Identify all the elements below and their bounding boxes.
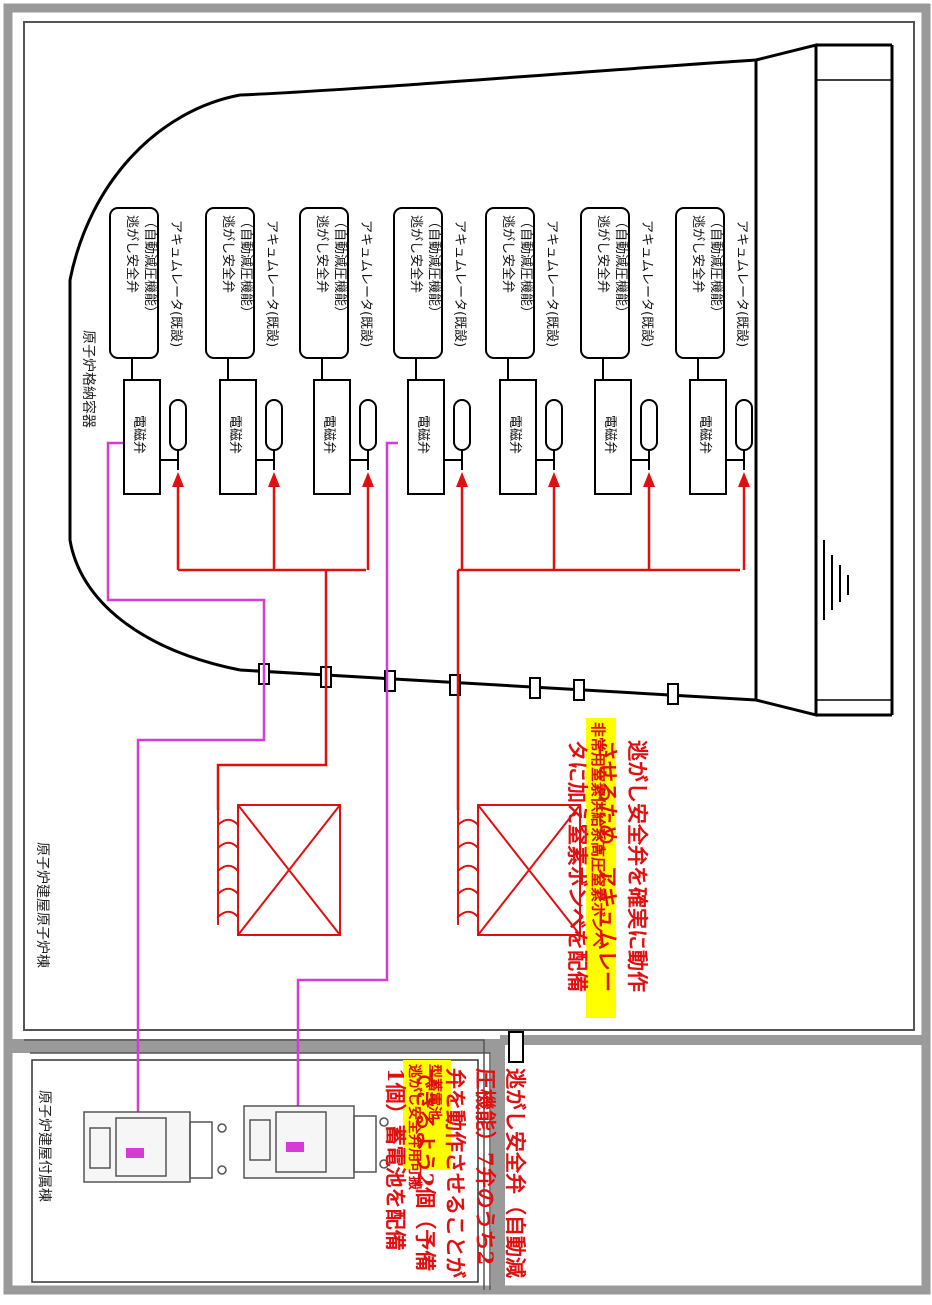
srv-box	[109, 207, 159, 359]
srv-label: 逃がし安全弁	[690, 215, 706, 293]
srv-label: 逃がし安全弁	[500, 215, 516, 293]
accumulator-icon	[735, 399, 753, 451]
solenoid-valve-box	[594, 379, 632, 495]
accumulator-icon	[640, 399, 658, 451]
valve-column: 逃がし安全弁（自動減圧機能） 電磁弁 アキュムレータ(既設)	[299, 207, 377, 495]
arrow-up-icon	[172, 472, 184, 487]
note-line: 弁を動作させることが	[443, 1068, 468, 1278]
solenoid-valve-box	[123, 379, 161, 495]
valve-column: 逃がし安全弁（自動減圧機能） 電磁弁 アキュムレータ(既設)	[393, 207, 471, 495]
note-line: 1個）蓄電池を配備	[383, 1068, 408, 1251]
srv-label: 逃がし安全弁	[124, 215, 140, 293]
reactor-building-label: 原子炉建屋原子炉棟	[34, 842, 50, 968]
accumulator-icon	[453, 399, 471, 451]
reactor-core-symbol	[823, 540, 849, 620]
accumulator-icon	[359, 399, 377, 451]
srv-label: 逃がし安全弁	[220, 215, 236, 293]
battery-tag-line-1: 逃がし安全弁用可搬	[406, 1064, 423, 1190]
srv-sublabel: （自動減圧機能）	[142, 215, 158, 319]
n2-cylinder-rack-right	[457, 804, 581, 936]
containment-vessel	[68, 43, 894, 717]
accumulator-label: アキュムレータ(既設)	[452, 220, 468, 347]
srv-sublabel: （自動減圧機能）	[238, 215, 254, 319]
note-line: 圧機能）7弁のうち2	[473, 1068, 498, 1265]
arrow-up-icon	[268, 472, 280, 487]
srv-sublabel: （自動減圧機能）	[426, 215, 442, 319]
solenoid-valve-label: 電磁弁	[507, 415, 522, 454]
n2-cylinder-tag: 非常用窒素供給系高圧窒素ボンベ	[589, 722, 607, 947]
note-line: 逃がし安全弁を確実に動作	[625, 740, 650, 992]
n2-cylinder-tag-bg	[586, 718, 616, 1018]
annex-building-frame	[31, 1059, 479, 1283]
srv-sublabel: （自動減圧機能）	[613, 215, 629, 319]
accumulator-icon	[265, 399, 283, 451]
accumulator-label: アキュムレータ(既設)	[544, 220, 560, 347]
note-battery: 逃がし安全弁（自動減圧機能）7弁のうち2弁を動作させることができるよう2個（予備…	[383, 1068, 528, 1278]
accumulator-label: アキュムレータ(既設)	[639, 220, 655, 347]
battery-cable-lines	[106, 441, 398, 1160]
valve-column: 逃がし安全弁（自動減圧機能） 電磁弁 アキュムレータ(既設)	[205, 207, 283, 495]
accumulator-label: アキュムレータ(既設)	[168, 220, 184, 347]
solenoid-valve-label: 電磁弁	[131, 415, 146, 454]
reactor-building-wall	[3, 3, 931, 1295]
solenoid-valve-box	[499, 379, 537, 495]
solenoid-valve-box	[407, 379, 445, 495]
valve-column: 逃がし安全弁（自動減圧機能） 電磁弁 アキュムレータ(既設)	[485, 207, 563, 495]
solenoid-valve-label: 電磁弁	[697, 415, 712, 454]
srv-sublabel: （自動減圧機能）	[708, 215, 724, 319]
solenoid-valve-box	[689, 379, 727, 495]
valve-column: 逃がし安全弁（自動減圧機能） 電磁弁 アキュムレータ(既設)	[675, 207, 753, 495]
srv-box	[299, 207, 349, 359]
srv-label: 逃がし安全弁	[595, 215, 611, 293]
accumulator-label: アキュムレータ(既設)	[358, 220, 374, 347]
srv-box	[205, 207, 255, 359]
solenoid-valve-label: 電磁弁	[602, 415, 617, 454]
containment-label: 原子炉格納容器	[80, 330, 97, 428]
solenoid-valve-box	[219, 379, 257, 495]
srv-box	[580, 207, 630, 359]
valve-column: 逃がし安全弁（自動減圧機能） 電磁弁 アキュムレータ(既設)	[109, 207, 187, 495]
accumulator-label: アキュムレータ(既設)	[264, 220, 280, 347]
annex-building-label: 原子炉建屋付属棟	[36, 1090, 52, 1202]
note-line: 逃がし安全弁（自動減	[503, 1068, 528, 1278]
battery-unit-1	[83, 1111, 227, 1183]
n2-cylinder-rack-left	[217, 804, 341, 936]
srv-sublabel: （自動減圧機能）	[332, 215, 348, 319]
valve-columns: 逃がし安全弁（自動減圧機能）電磁弁アキュムレータ(既設)逃がし安全弁（自動減圧機…	[109, 207, 753, 495]
srv-box	[675, 207, 725, 359]
nitrogen-branch-lines	[172, 472, 750, 570]
note-line: させるため、アキュムレー	[595, 740, 620, 992]
accumulator-icon	[545, 399, 563, 451]
note-line: できるよう2個（予備	[413, 1068, 438, 1271]
srv-label: 逃がし安全弁	[314, 215, 330, 293]
note-line: タに加え窒素ボンベを配備	[565, 740, 590, 992]
srv-box	[393, 207, 443, 359]
srv-box	[485, 207, 535, 359]
solenoid-valve-box	[313, 379, 351, 495]
battery-tag: 逃がし安全弁用可搬 型蓄電池	[406, 1064, 443, 1195]
arrow-up-icon	[456, 472, 468, 487]
accumulator-icon	[169, 399, 187, 451]
solenoid-valve-label: 電磁弁	[227, 415, 242, 454]
arrow-up-icon	[643, 472, 655, 487]
battery-tag-line-2: 型蓄電池	[426, 1064, 443, 1120]
arrow-up-icon	[362, 472, 374, 487]
srv-sublabel: （自動減圧機能）	[518, 215, 534, 319]
solenoid-valve-label: 電磁弁	[321, 415, 336, 454]
arrow-up-icon	[548, 472, 560, 487]
arrow-up-icon	[738, 472, 750, 487]
accumulator-label: アキュムレータ(既設)	[734, 220, 750, 347]
solenoid-valve-label: 電磁弁	[415, 415, 430, 454]
nitrogen-supply-lines	[178, 568, 740, 810]
battery-tag-bg	[403, 1060, 451, 1170]
valve-column: 逃がし安全弁（自動減圧機能） 電磁弁 アキュムレータ(既設)	[580, 207, 658, 495]
srv-label: 逃がし安全弁	[408, 215, 424, 293]
battery-unit-2	[243, 1105, 389, 1179]
